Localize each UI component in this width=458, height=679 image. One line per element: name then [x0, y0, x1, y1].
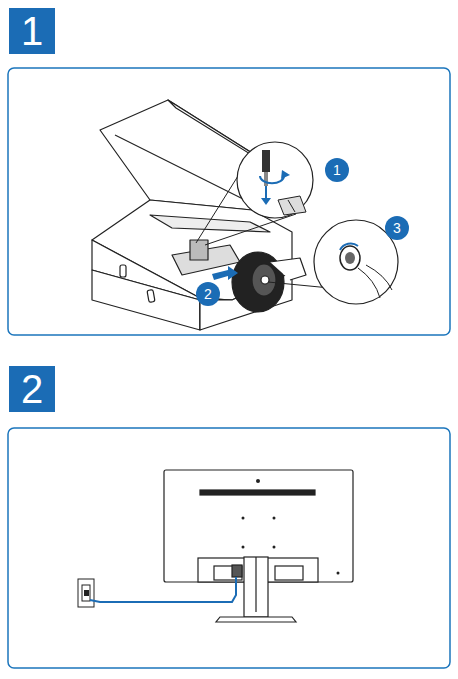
callout-number: 3 [385, 216, 409, 240]
magnifier-screw [196, 142, 313, 245]
callout-number: 2 [196, 282, 220, 306]
monitor-back [164, 470, 353, 622]
step-panel [8, 428, 450, 668]
step-number: 2 [9, 366, 55, 412]
callout-number: 1 [325, 158, 349, 182]
insert-arrow [212, 266, 238, 280]
power-cable [90, 577, 236, 602]
mounting-holes [242, 479, 340, 575]
magnifier-knob [268, 220, 398, 304]
wall-outlet [78, 579, 94, 607]
step-panel [8, 68, 450, 335]
step-number: 1 [9, 8, 55, 54]
